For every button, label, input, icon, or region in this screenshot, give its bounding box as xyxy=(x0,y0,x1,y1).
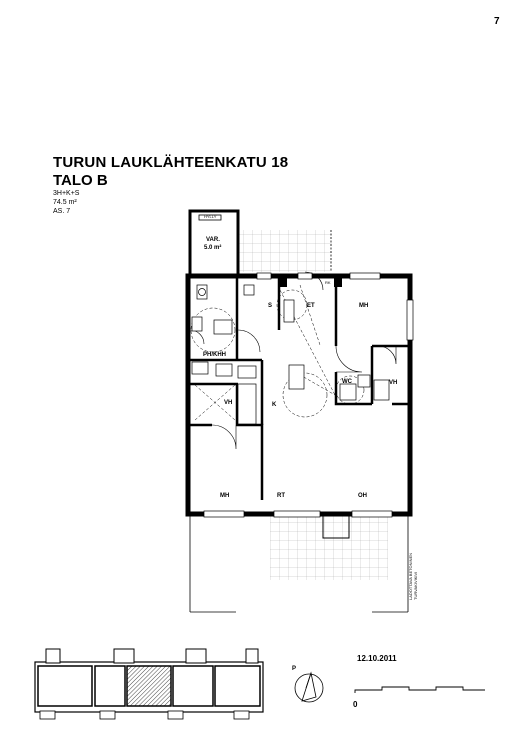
scale-bar xyxy=(354,686,485,693)
room-label-var: VAR. xyxy=(206,237,220,243)
key-plan xyxy=(34,648,264,720)
key-plan-highlighted-unit xyxy=(126,665,172,707)
scale-zero-label: 0 xyxy=(353,700,358,709)
label-rk: RK xyxy=(325,280,331,285)
upper-terrace xyxy=(238,230,332,272)
storage-room-wall xyxy=(188,209,240,279)
room-label-living: OH xyxy=(358,493,367,499)
window xyxy=(406,299,414,341)
room-label-closet-right: VH xyxy=(389,380,397,386)
label-hylly: HYLLY xyxy=(204,214,217,219)
apartment-number: AS. 7 xyxy=(53,208,71,215)
column xyxy=(334,277,342,287)
window xyxy=(351,510,393,518)
room-label-sauna: S xyxy=(268,303,272,309)
window xyxy=(256,272,272,280)
room-label-entrance: ET xyxy=(307,303,315,309)
balcony-note-1: LADOTTAVA BETONINEN xyxy=(408,553,413,600)
window xyxy=(297,272,313,280)
lower-balcony xyxy=(270,516,388,580)
room-label-var-area: 5.0 m² xyxy=(204,244,221,251)
room-label-closet-left: VH xyxy=(224,400,232,406)
north-arrow-icon xyxy=(294,671,324,703)
room-label-wc: WC xyxy=(342,379,353,385)
room-label-dining: RT xyxy=(277,493,285,499)
fixtures xyxy=(191,284,390,425)
room-label-bathroom: PH/KHH xyxy=(203,352,226,358)
window xyxy=(273,510,321,518)
apartment-type: 3H+K+S xyxy=(53,190,80,197)
page-number: 7 xyxy=(494,16,500,27)
shelf xyxy=(198,214,222,221)
door-swings xyxy=(189,271,397,450)
room-label-bedroom-top: MH xyxy=(359,303,368,309)
window xyxy=(203,510,245,518)
apartment-area: 74.5 m² xyxy=(53,199,77,206)
interior-walls xyxy=(188,278,408,500)
plan-date: 12.10.2011 xyxy=(357,654,397,663)
room-label-kitchen: K xyxy=(272,402,277,408)
building-title: TALO B xyxy=(53,172,108,189)
north-label: P xyxy=(292,666,296,672)
room-label-bedroom-bottom: MH xyxy=(220,493,229,499)
address-title: TURUN LAUKLÄHTEENKATU 18 xyxy=(53,154,289,171)
column xyxy=(279,277,287,287)
window xyxy=(349,272,381,280)
balcony-door-swing xyxy=(322,516,350,539)
balcony-note-2: TURVAKIVIKIVI xyxy=(413,572,418,600)
